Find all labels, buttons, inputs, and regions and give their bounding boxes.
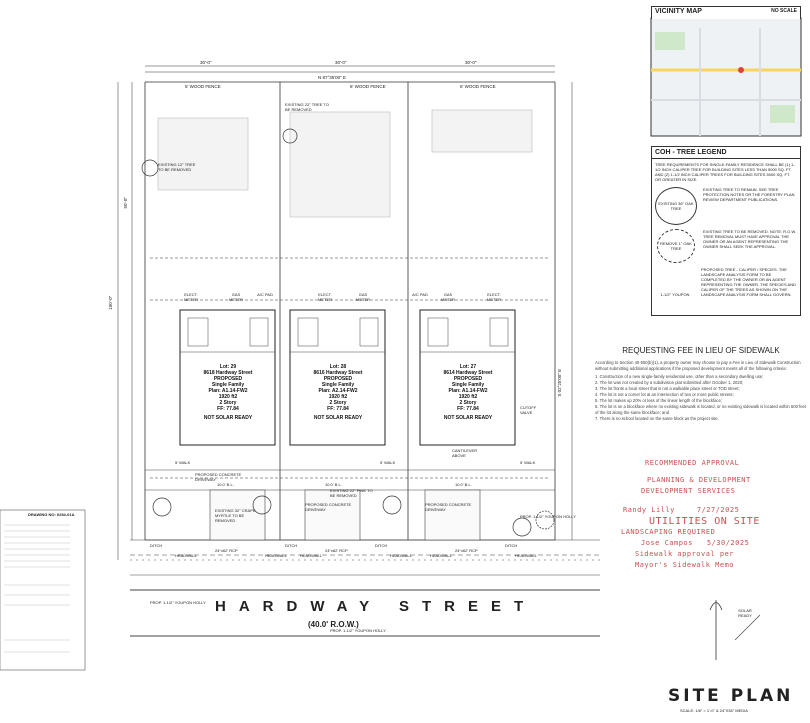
fee-in-lieu-intro: According to Section 40-550(b)(1), a pro… <box>595 360 801 371</box>
legend-remove-tree-desc: EXISTING TREE TO BE REMOVED. NOTE: R.O.W… <box>703 229 797 249</box>
elect-meter-2: ELECT. METER <box>318 292 332 302</box>
fence-label-2: 6' WOOD FENCE <box>350 84 386 89</box>
criteria-item: 4. The lot is not a corner lot at an int… <box>595 392 734 397</box>
legend-existing-tree-icon: EXISTING 36" OAK TREE <box>655 187 697 225</box>
criteria-item: 5. The lot makes up 20% or less of the l… <box>595 398 723 403</box>
ditch-label-4: DITCH <box>505 543 518 548</box>
rcp-label-2: 24"x62' RCP <box>325 548 348 553</box>
criteria-item: 3. The lot fronts a local street that is… <box>595 386 740 391</box>
fence-label-3: 6' WOOD FENCE <box>460 84 496 89</box>
existing-tree-12-note: EXISTING 12" TREE TO BE REMOVED <box>158 162 196 172</box>
building-line-2: 10.0' B.L. <box>325 482 342 487</box>
fee-in-lieu-criteria: 1. Construction of a new single-family r… <box>595 374 807 422</box>
rcp-label-1: 24"x62' RCP <box>215 548 238 553</box>
stamp-signature-date: 7/27/2025 <box>696 506 740 514</box>
driveway-label-1: PROPOSED CONCRETE DRIVEWAY <box>195 472 242 482</box>
ditch-label-2: DITCH <box>285 543 298 548</box>
gas-meter-2: GAS METER <box>356 292 370 302</box>
driveway-label-3: PROPOSED CONCRETE DRIVEWAY <box>425 502 472 512</box>
driveway-label-2: PROPOSED CONCRETE DRIVEWAY <box>305 502 352 512</box>
dim-top-1: 30'-0" <box>200 60 212 65</box>
ac-pad-2: A/C PAD <box>412 292 428 297</box>
existing-tree-32-note: EXISTING 32" CRAPE MYRTLE TO BE REMOVED <box>215 508 256 523</box>
ditch-label-3: DITCH <box>375 543 388 548</box>
elect-meter-3: ELECT. METER <box>487 292 501 302</box>
lot-27-label: Lot: 27 8614 Hardway Street PROPOSED Sin… <box>443 364 493 421</box>
gas-meter-1: GAS METER <box>229 292 243 302</box>
stamp-utilities-on-site: UTILITIES ON SITE <box>649 516 760 527</box>
bearing-north: N 87°35'00" E <box>318 75 347 80</box>
lot-29-label: Lot: 29 8618 Hardway Street PROPOSED Sin… <box>203 364 253 421</box>
youpon-label-1: PROP. 1-1/2" YOUPON HOLLY <box>150 600 206 605</box>
building-line-1: 10.0' B.L. <box>217 482 234 487</box>
criteria-item: 1. Construction of a new single-family r… <box>595 374 764 379</box>
walk-label-2: 5' WALK <box>380 460 396 465</box>
stamp-recommended-approval: RECOMMENDED APPROVAL <box>645 459 740 467</box>
criteria-item: 7. There is no school located on the sam… <box>595 416 719 421</box>
vicinity-map-title: VICINITY MAP <box>655 8 702 15</box>
site-plan-title: SITE PLAN <box>668 686 794 706</box>
walk-label-3: 5' WALK <box>520 460 536 465</box>
stamp-signature-name-2: Jose Campos <box>641 539 693 547</box>
stamp-mayors-memo: Mayor's Sidewalk Memo <box>635 561 735 569</box>
legend-proposed-tree-icon: 1-1/2" YOUPON <box>660 292 690 297</box>
criteria-item: 6. The lot is on a blockface where no ex… <box>595 404 807 415</box>
dim-left-100: 100'-0" <box>108 295 114 310</box>
fence-label-1: 6' WOOD FENCE <box>185 84 221 89</box>
stamp-landscaping-required: LANDSCAPING REQUIRED <box>621 528 716 536</box>
building-line-3: 10.0' B.L. <box>455 482 472 487</box>
dim-left-50: 50'-0" <box>122 197 128 209</box>
gas-meter-3: GAS METER <box>441 292 455 302</box>
dim-top-3: 30'-0" <box>465 60 477 65</box>
ditch-label-1: DITCH <box>150 543 163 548</box>
cantilever-note: CANTILEVER ABOVE <box>452 448 478 458</box>
lot-28-label: Lot: 28 8616 Hardway Street PROPOSED Sin… <box>313 364 363 421</box>
bearing-south: S 02°25'00" E <box>557 368 563 397</box>
headwall-label-6: HEADWALL <box>515 553 537 558</box>
headwall-label-1: HEADWALL <box>175 553 197 558</box>
stamp-planning-dept: PLANNING & DEVELOPMENT <box>647 476 751 484</box>
headwall-label-3: HEADWALL <box>300 553 322 558</box>
tree-legend-intro: TREE REQUIREMENTS FOR SINGLE-FAMILY RESI… <box>655 162 795 182</box>
stamp-dev-services: DEVELOPMENT SERVICES <box>641 487 736 495</box>
fee-in-lieu-title: REQUESTING FEE IN LIEU OF SIDEWALK <box>622 346 780 355</box>
tree-legend-panel: COH - TREE LEGEND TREE REQUIREMENTS FOR … <box>651 146 801 316</box>
legend-remove-tree-icon: REMOVE 1" OAK TREE <box>657 229 695 263</box>
headwall-label-4: HEADWALL <box>390 553 412 558</box>
walk-label-1: 5' WALK <box>175 460 191 465</box>
right-of-way: (40.0' R.O.W.) <box>308 620 359 629</box>
solar-ready-label: SOLAR READY <box>738 608 752 618</box>
stamp-signature-date-2: 5/30/2025 <box>706 539 750 547</box>
street-name: HARDWAY STREET <box>215 598 537 615</box>
fee-in-lieu-request: REQUESTING FEE IN LIEU OF SIDEWALK Accor… <box>595 346 807 422</box>
headwall-label-5: HEADWALL <box>430 553 452 558</box>
tree-legend-title: COH - TREE LEGEND <box>652 147 800 159</box>
dim-top-2: 30'-0" <box>335 60 347 65</box>
elect-meter-1: ELECT. METER <box>184 292 198 302</box>
existing-tree-22-note: EXISTING 22" TREE TO BE REMOVED <box>285 102 329 112</box>
criteria-item: 2. The lot was not created by a subdivis… <box>595 380 744 385</box>
ac-pad-1: A/C PAD <box>257 292 273 297</box>
legend-existing-tree-desc: EXISTING TREE TO REMAIN. SEE TREE PROTEC… <box>703 187 795 202</box>
headwall-label-2: HEADWALL <box>265 553 287 558</box>
approval-stamps: RECOMMENDED APPROVAL PLANNING & DEVELOPM… <box>615 458 805 571</box>
legend-proposed-tree-desc: PROPOSED TREE - CALIPER / SPECIES. THE L… <box>701 267 796 297</box>
site-plan-scale: SCALE: 1/8" = 1'-0" & 24"X36" MEDIA <box>680 708 748 713</box>
stamp-sidewalk-approval: Sidewalk approval per <box>635 550 735 558</box>
rcp-label-3: 24"x62' RCP <box>455 548 478 553</box>
vicinity-map-panel: VICINITY MAP NO SCALE <box>651 6 801 19</box>
vicinity-map-scale: NO SCALE <box>771 8 797 14</box>
existing-pine-note: EXISTING 22" PINE TO BE REMOVED <box>330 488 373 498</box>
youpon-label-3: PROP. 1-1/2" YOUPON HOLLY <box>520 514 576 519</box>
youpon-label-2: PROP. 1-1/2" YOUPON HOLLY <box>330 628 386 633</box>
stamp-signature-name: Randy Lilly <box>623 506 675 514</box>
cutoff-valve: CUTOFF VALVE <box>520 405 537 415</box>
drawing-number: DRAWING NO: 0254-01A <box>28 512 75 517</box>
